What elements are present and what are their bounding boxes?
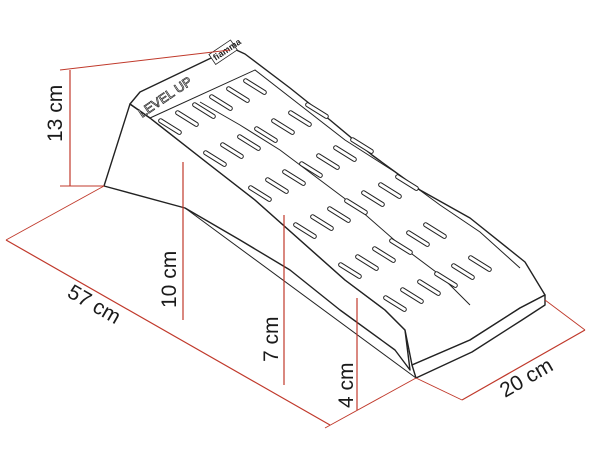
- tread-slot: [220, 142, 244, 159]
- label-height-total: 13 cm: [44, 85, 67, 142]
- label-width: 20 cm: [496, 354, 557, 403]
- tread-slot: [243, 78, 267, 95]
- tread-slot: [344, 198, 368, 215]
- tread-slot: [468, 255, 492, 272]
- tread-slot: [288, 110, 312, 127]
- tread-slot: [316, 153, 340, 170]
- tread-slot: [361, 190, 385, 207]
- tread-slot: [395, 174, 419, 191]
- tread-slot: [372, 246, 396, 263]
- tread-slot: [355, 254, 379, 271]
- tread-slot: [265, 177, 289, 194]
- ext-line-top: [59, 49, 231, 71]
- tread-slots: [158, 78, 492, 312]
- ramp-body: [103, 47, 546, 379]
- ramp-front-face: [411, 294, 546, 379]
- tread-slot: [158, 118, 182, 135]
- ramp-bottom-edge: [184, 207, 417, 379]
- tread-slot: [383, 295, 407, 312]
- tread-slot: [203, 150, 227, 167]
- label-length: 57 cm: [64, 280, 125, 329]
- tread-slot: [406, 230, 430, 247]
- dim-level-2: 7 cm: [260, 215, 285, 385]
- label-level-1: 10 cm: [158, 251, 181, 308]
- ramp-inner-ridge: [149, 69, 521, 269]
- tread-slot: [271, 118, 295, 135]
- tread-slot: [338, 262, 362, 279]
- ext-line-length-back: [5, 185, 105, 241]
- tread-slot: [254, 126, 278, 143]
- tread-slot: [310, 214, 334, 231]
- tread-slot: [237, 134, 261, 151]
- tread-slot: [350, 137, 374, 154]
- tread-slot: [423, 222, 447, 239]
- tread-slot: [400, 287, 424, 304]
- tread-slot: [378, 182, 402, 199]
- tread-slot: [299, 161, 323, 178]
- tread-slot: [293, 222, 317, 239]
- tread-slot: [434, 271, 458, 288]
- tread-slot: [226, 86, 250, 103]
- tread-slot: [305, 102, 329, 119]
- tread-slot: [192, 102, 216, 119]
- tread-slot: [333, 145, 357, 162]
- tread-slot: [282, 169, 306, 186]
- ext-line-length-front: [324, 377, 417, 429]
- tread-slot: [248, 185, 272, 202]
- dim-line-length: [5, 239, 331, 426]
- label-level-3: 4 cm: [335, 362, 358, 408]
- dim-height-total: 13 cm: [44, 49, 231, 187]
- label-level-2: 7 cm: [260, 316, 283, 362]
- tread-slot: [175, 110, 199, 127]
- ext-line-width-right: [544, 299, 586, 331]
- ramp-center-rib: [199, 101, 471, 306]
- ext-line-width-left: [415, 377, 463, 401]
- tread-slot: [389, 238, 413, 255]
- tread-slot: [209, 94, 233, 111]
- tread-slot: [327, 206, 351, 223]
- tread-slot: [451, 263, 475, 280]
- dim-line-width: [461, 329, 586, 401]
- dim-level-1: 10 cm: [158, 162, 184, 320]
- tread-slot: [417, 279, 441, 296]
- dim-level-3: 4 cm: [335, 298, 358, 410]
